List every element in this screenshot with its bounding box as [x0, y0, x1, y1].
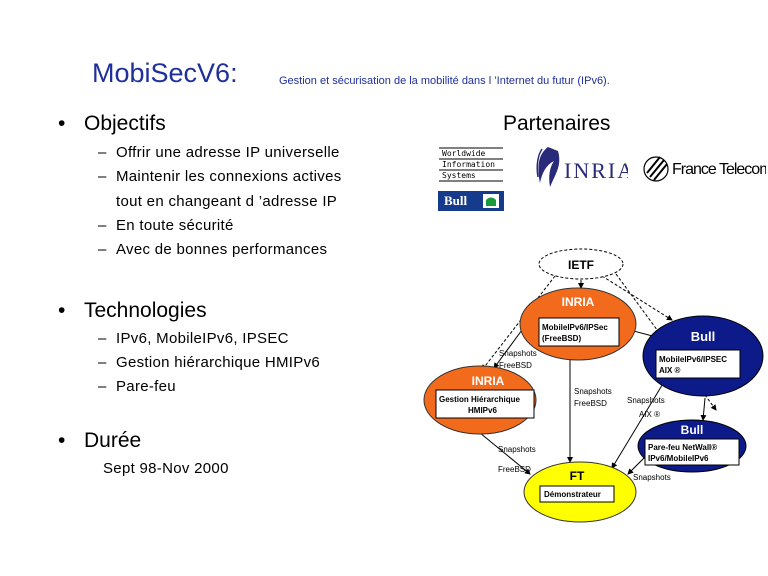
inria-left-box-line: Gestion Hiérarchique — [439, 395, 520, 404]
list-item: –Avec de bonnes performances — [98, 241, 328, 258]
snapshot-label: FreeBSD — [574, 399, 607, 408]
page-title: MobiSecV6: — [92, 58, 238, 88]
bullet-technologies: • Technologies — [58, 299, 207, 323]
snapshot-label: Snapshots — [574, 387, 612, 396]
list-item: Sept 98-Nov 2000 — [103, 460, 229, 477]
list-item: –Maintenir les connexions actives — [98, 168, 342, 185]
ft-box-text: Démonstrateur — [544, 490, 601, 499]
wis-line: Information — [442, 160, 495, 169]
list-item-continuation: tout en changeant d ’adresse IP — [116, 193, 338, 210]
list-item: –IPv6, MobileIPv6, IPSEC — [98, 330, 289, 347]
bullet-dot: • — [58, 429, 66, 452]
bull-logo: Bull — [438, 191, 504, 211]
bull-logo-text: Bull — [444, 193, 468, 208]
bullet-dot: • — [58, 299, 66, 322]
bullet-dot: • — [58, 112, 66, 135]
inria-top-title: INRIA — [562, 295, 595, 309]
bull-lower-title: Bull — [681, 423, 704, 437]
bull-right-box-line: AIX ® — [659, 366, 681, 375]
wis-line: Worldwide — [442, 149, 486, 158]
snapshot-label: Snapshots — [498, 445, 536, 454]
list-item: –Offrir une adresse IP universelle — [98, 144, 340, 161]
diagram-edge-labels: Snapshots FreeBSD Snapshots FreeBSD Snap… — [498, 349, 671, 482]
bullet-objectifs: • Objectifs — [58, 112, 166, 136]
france-telecom-logo: France Telecom — [643, 156, 766, 182]
inria-top-box-line: (FreeBSD) — [542, 334, 581, 343]
inria-logo: INRIA — [536, 147, 628, 187]
list-item: –En toute sécurité — [98, 217, 234, 234]
bullet-label: Technologies — [84, 299, 207, 322]
france-telecom-logo-text: France Telecom — [672, 161, 766, 178]
inria-left-box-line: HMIPv6 — [468, 406, 497, 415]
bull-emblem-icon — [483, 194, 499, 208]
bullet-label: Durée — [84, 429, 142, 452]
ietf-node-label: IETF — [568, 258, 594, 272]
partners-heading: Partenaires — [503, 112, 611, 135]
wis-logo: Worldwide Information Systems — [439, 147, 503, 182]
list-item: –Gestion hiérarchique HMIPv6 — [98, 354, 321, 371]
snapshot-label: Snapshots — [627, 396, 665, 405]
snapshot-label: Snapshots — [499, 349, 537, 358]
partner-diagram: IETF INRIA MobileIPv6/IPSec (FreeBSD) Bu… — [423, 248, 764, 523]
snapshot-label: AIX ® — [639, 410, 660, 419]
snapshot-label: Snapshots — [633, 473, 671, 482]
list-item: –Pare-feu — [98, 378, 176, 395]
bullet-label: Objectifs — [84, 112, 166, 135]
inria-top-box-line: MobileIPv6/IPSec — [542, 323, 608, 332]
ft-title: FT — [570, 469, 585, 483]
bull-right-title: Bull — [691, 329, 716, 344]
snapshot-label: FreeBSD — [499, 361, 532, 370]
snapshot-label: FreeBSD — [498, 465, 531, 474]
bull-right-box-line: MobileIPv6/IPSEC — [659, 355, 727, 364]
bull-lower-box-line: Pare-feu NetWall® — [648, 443, 717, 452]
inria-left-title: INRIA — [472, 374, 505, 388]
page-subtitle: Gestion et sécurisation de la mobilité d… — [279, 75, 610, 87]
bull-lower-box-line: IPv6/MobileIPv6 — [648, 454, 709, 463]
inria-logo-text: INRIA — [564, 158, 628, 183]
wis-line: Systems — [442, 171, 476, 180]
bullet-duree: • Durée — [58, 429, 141, 453]
